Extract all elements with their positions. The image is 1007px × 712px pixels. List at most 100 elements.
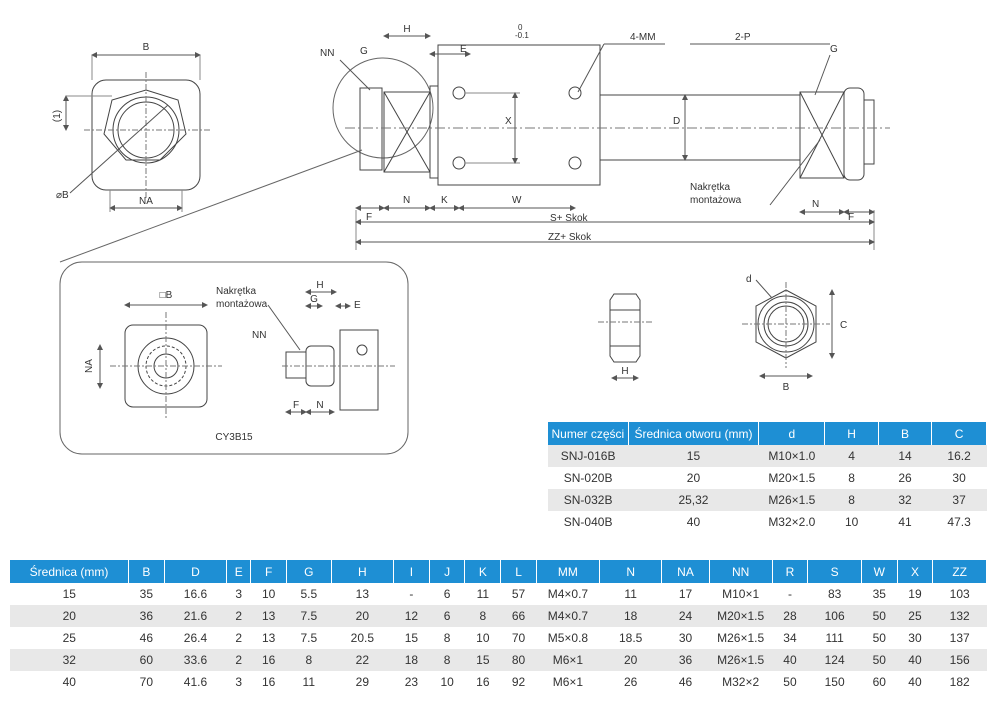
table-cell: 20 <box>331 605 394 627</box>
table-cell: 40 <box>772 649 808 671</box>
front-view <box>63 52 210 212</box>
table-cell: 80 <box>500 649 537 671</box>
table-cell: 60 <box>872 675 886 689</box>
table-cell: 7.5 <box>286 605 332 627</box>
table-cell: 26 <box>623 675 638 689</box>
table-cell: 57 <box>511 587 526 601</box>
table-cell: 20 <box>10 605 129 627</box>
detail-label-B: □B <box>160 290 173 301</box>
detail-label-E: E <box>354 300 361 311</box>
table-cell: 20 <box>599 649 662 671</box>
table-cell: M20×1.5 <box>709 605 773 627</box>
table-cell: 36 <box>128 605 165 627</box>
dimensions-col-header: X <box>897 560 934 583</box>
side-label-G: G <box>360 46 368 57</box>
dimensions-col-header: L <box>500 560 537 583</box>
table-cell: 37 <box>931 489 987 511</box>
side-label-NN: NN <box>320 48 334 59</box>
table-cell: 8 <box>848 471 855 485</box>
table-cell: 21.6 <box>164 605 227 627</box>
table-cell: 3 <box>235 587 243 601</box>
dimensions-col-header: K <box>464 560 502 583</box>
table-cell: 3 <box>235 675 243 689</box>
table-cell: 10 <box>261 587 276 601</box>
table-cell: 50 <box>861 605 898 627</box>
table-cell: 150 <box>824 675 845 689</box>
detail-label-F: F <box>293 400 299 411</box>
table-cell: 19 <box>908 587 922 601</box>
nut-label-B: B <box>783 382 790 393</box>
table-cell: 33.6 <box>164 649 227 671</box>
front-label-NA: NA <box>139 196 153 207</box>
table-cell: 15 <box>404 631 419 645</box>
side-label-E: E <box>460 44 467 55</box>
front-label-phiB: ⌀B <box>56 190 69 201</box>
side-label-4MM: 4-MM <box>630 32 656 43</box>
front-label-one: (1) <box>52 110 63 122</box>
side-label-G-right: G <box>830 44 838 55</box>
detail-view <box>59 261 409 455</box>
side-label-H: H <box>403 24 410 35</box>
table-cell: 60 <box>128 649 165 671</box>
table-cell: 40 <box>897 649 933 671</box>
dimensions-col-header: F <box>250 560 287 583</box>
table-cell: 16.2 <box>931 445 987 467</box>
table-cell: 4 <box>824 445 879 467</box>
front-label-B: B <box>143 42 150 53</box>
table-cell: 2 <box>235 631 243 645</box>
table-cell: M26×1.5 <box>717 631 765 645</box>
table-cell: 11 <box>624 587 637 601</box>
table-cell: 103 <box>949 587 970 601</box>
table-cell: 13 <box>250 605 287 627</box>
dimensions-col-header: S <box>807 560 862 583</box>
table-cell: M10×1 <box>722 587 760 601</box>
table-cell: 40 <box>908 675 922 689</box>
dimensions-col-header: MM <box>536 560 600 583</box>
nut-table-header-row: Numer części Średnica otworu (mm) d H B … <box>548 422 987 445</box>
table-cell: M6×1 <box>536 649 600 671</box>
table-cell: 8 <box>429 649 465 671</box>
detail-label-H: H <box>316 280 323 291</box>
table-cell: 35 <box>872 587 886 601</box>
table-cell: 30 <box>908 631 922 645</box>
nut-col-bore: Średnica otworu (mm) <box>628 422 760 445</box>
table-cell: 18.5 <box>618 631 643 645</box>
nut-label-H: H <box>621 366 628 377</box>
table-cell: M5×0.8 <box>547 631 589 645</box>
table-cell: 16.6 <box>183 587 208 601</box>
table-cell: 6 <box>429 605 465 627</box>
table-cell: M6×1 <box>552 675 584 689</box>
detail-caption: CY3B15 <box>215 432 253 443</box>
side-label-S-stroke: S+ Skok <box>550 213 589 224</box>
table-cell: SNJ-016B <box>548 445 629 467</box>
table-cell: 35 <box>139 587 154 601</box>
table-cell: 40 <box>62 675 76 689</box>
table-cell: 47.3 <box>947 515 971 529</box>
table-cell: 10 <box>440 675 454 689</box>
table-cell: 111 <box>825 631 844 645</box>
table-cell: 32 <box>878 489 932 511</box>
table-cell: 8 <box>286 649 332 671</box>
table-cell: 25,32 <box>628 489 759 511</box>
nut-col-C: C <box>931 422 987 445</box>
table-cell: M20×1.5 <box>768 471 816 485</box>
table-cell: 13 <box>261 631 276 645</box>
side-label-tol-minus: -0.1 <box>515 31 529 40</box>
nut-table: Numer części Średnica otworu (mm) d H B … <box>548 422 987 533</box>
table-cell: 5.5 <box>300 587 318 601</box>
dimensions-col-header: B <box>128 560 165 583</box>
table-cell: M26×1.5 <box>709 649 773 671</box>
table-cell: 156 <box>932 649 987 671</box>
detail-label-NN: NN <box>252 330 266 341</box>
table-cell: - <box>787 587 792 601</box>
side-label-F-right: F <box>848 212 854 223</box>
side-label-K: K <box>441 195 448 206</box>
nut-label-d: d <box>746 274 752 285</box>
dimensions-col-header: ZZ <box>932 560 987 583</box>
